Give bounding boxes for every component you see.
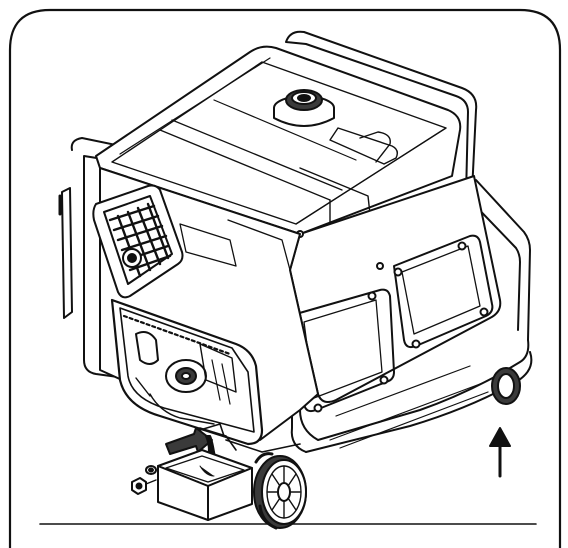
control-panel-right — [393, 234, 494, 349]
control-panel-left — [295, 288, 395, 413]
right-frame-tube — [285, 30, 478, 197]
figure-frame — [8, 8, 562, 548]
lid-handle — [329, 127, 399, 165]
tilt-up-arrow-icon — [489, 427, 511, 478]
oil-container-icon — [157, 449, 253, 521]
drain-arrow-icon — [165, 427, 213, 455]
fuel-cap — [273, 89, 335, 127]
front-bumper-bar — [299, 339, 530, 441]
engine-bay — [110, 298, 264, 446]
generator-icon — [58, 30, 533, 530]
side-vent-grille — [92, 184, 184, 299]
front-panel — [289, 175, 502, 403]
wheel-icon — [253, 452, 307, 530]
drain-bolt-icon — [131, 477, 157, 495]
washer-icon — [145, 465, 157, 475]
